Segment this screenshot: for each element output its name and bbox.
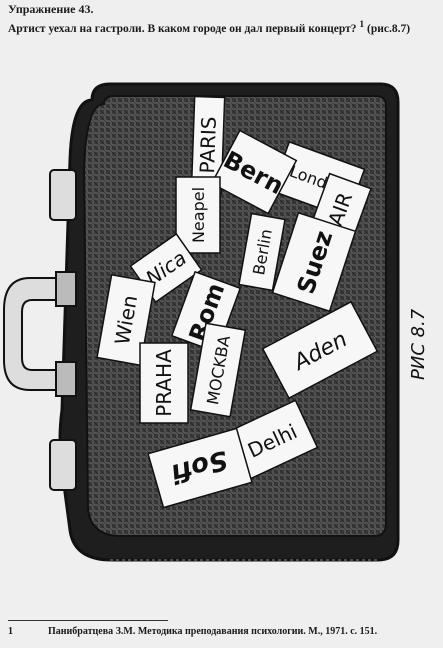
sticker-nica: Nica: [129, 232, 203, 304]
suitcase-lid: [82, 95, 387, 537]
handle-clip-bottom: [55, 361, 77, 397]
exercise-header: Упражнение 43. Артист уехал на гастроли.…: [8, 2, 438, 37]
sticker-praha: PRAHA: [139, 342, 189, 424]
sticker-label-praha: PRAHA: [152, 349, 176, 417]
sticker-moskva: MOCKBA: [189, 322, 247, 418]
footnote-ref: 1: [359, 19, 365, 30]
handle-clip-top: [55, 271, 77, 307]
top-hinge: [49, 169, 77, 221]
bottom-hinge: [49, 439, 77, 491]
footnote-text: Панибратцева З.М. Методика преподавания …: [48, 626, 378, 637]
exercise-question: Артист уехал на гастроли. В каком городе…: [8, 17, 438, 37]
footnote-number: 1: [8, 626, 13, 637]
suitcase-figure: London PARIS Bern Neapel Berlin KAIR Nic…: [0, 40, 443, 610]
figure-caption: РИС 8.7: [408, 308, 429, 380]
sticker-paris: PARIS: [190, 95, 226, 195]
figure-ref: (рис.8.7): [364, 22, 411, 35]
sticker-suez: Suez: [271, 211, 357, 313]
sticker-bern: Bern: [210, 129, 298, 215]
sticker-neapel: Neapel: [175, 176, 221, 254]
sticker-aden: Aden: [261, 300, 379, 400]
sticker-delhi: Delhi: [225, 399, 319, 481]
sticker-label-paris: PARIS: [195, 116, 221, 174]
footnote-rule: [8, 620, 168, 621]
exercise-title: Упражнение 43.: [8, 2, 94, 16]
footnote: 1 Панибратцева З.М. Методика преподавания…: [8, 626, 377, 637]
sticker-label-neapel: Neapel: [189, 187, 208, 243]
suitcase-handle: [3, 277, 61, 391]
question-text: Артист уехал на гастроли. В каком городе…: [8, 22, 360, 35]
sticker-berlin: Berlin: [238, 212, 286, 292]
sticker-sofi: Sofi: [147, 427, 253, 509]
suitcase-illustration: London PARIS Bern Neapel Berlin KAIR Nic…: [3, 82, 429, 562]
